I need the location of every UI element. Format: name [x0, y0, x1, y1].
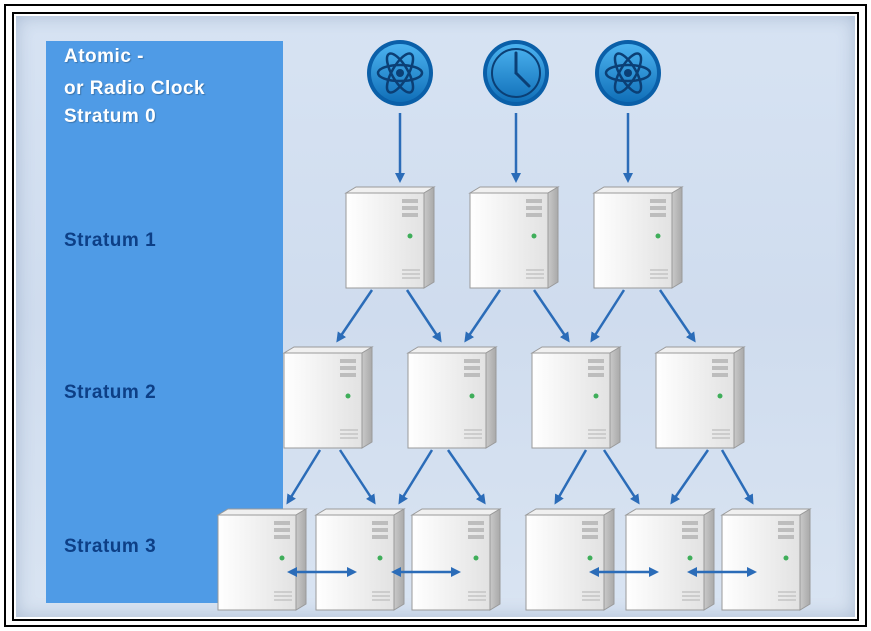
stratum-3-servers: [217, 508, 811, 611]
stratum-2-servers: [283, 346, 745, 449]
stratum-3-label: Stratum 3: [64, 536, 157, 557]
stratum-1-servers: [345, 186, 683, 289]
stratum-1-label: Stratum 1: [64, 230, 157, 251]
atomic-label-line2: or Radio Clock: [64, 78, 206, 99]
stratum-2-label: Stratum 2: [64, 382, 157, 403]
clock-icon: [483, 40, 549, 106]
atomic-label-line1: Atomic -: [64, 46, 144, 67]
arrows-stratum1-to-2: [336, 289, 696, 343]
atom-icon: [367, 40, 433, 106]
outer-border: [4, 4, 867, 627]
arrows-stratum2-to-3: [286, 449, 754, 505]
arrows-stratum0-to-1: [395, 113, 633, 183]
stratum-0-label: Stratum 0: [64, 106, 157, 127]
atom-icon: [595, 40, 661, 106]
inner-border: [12, 12, 859, 621]
